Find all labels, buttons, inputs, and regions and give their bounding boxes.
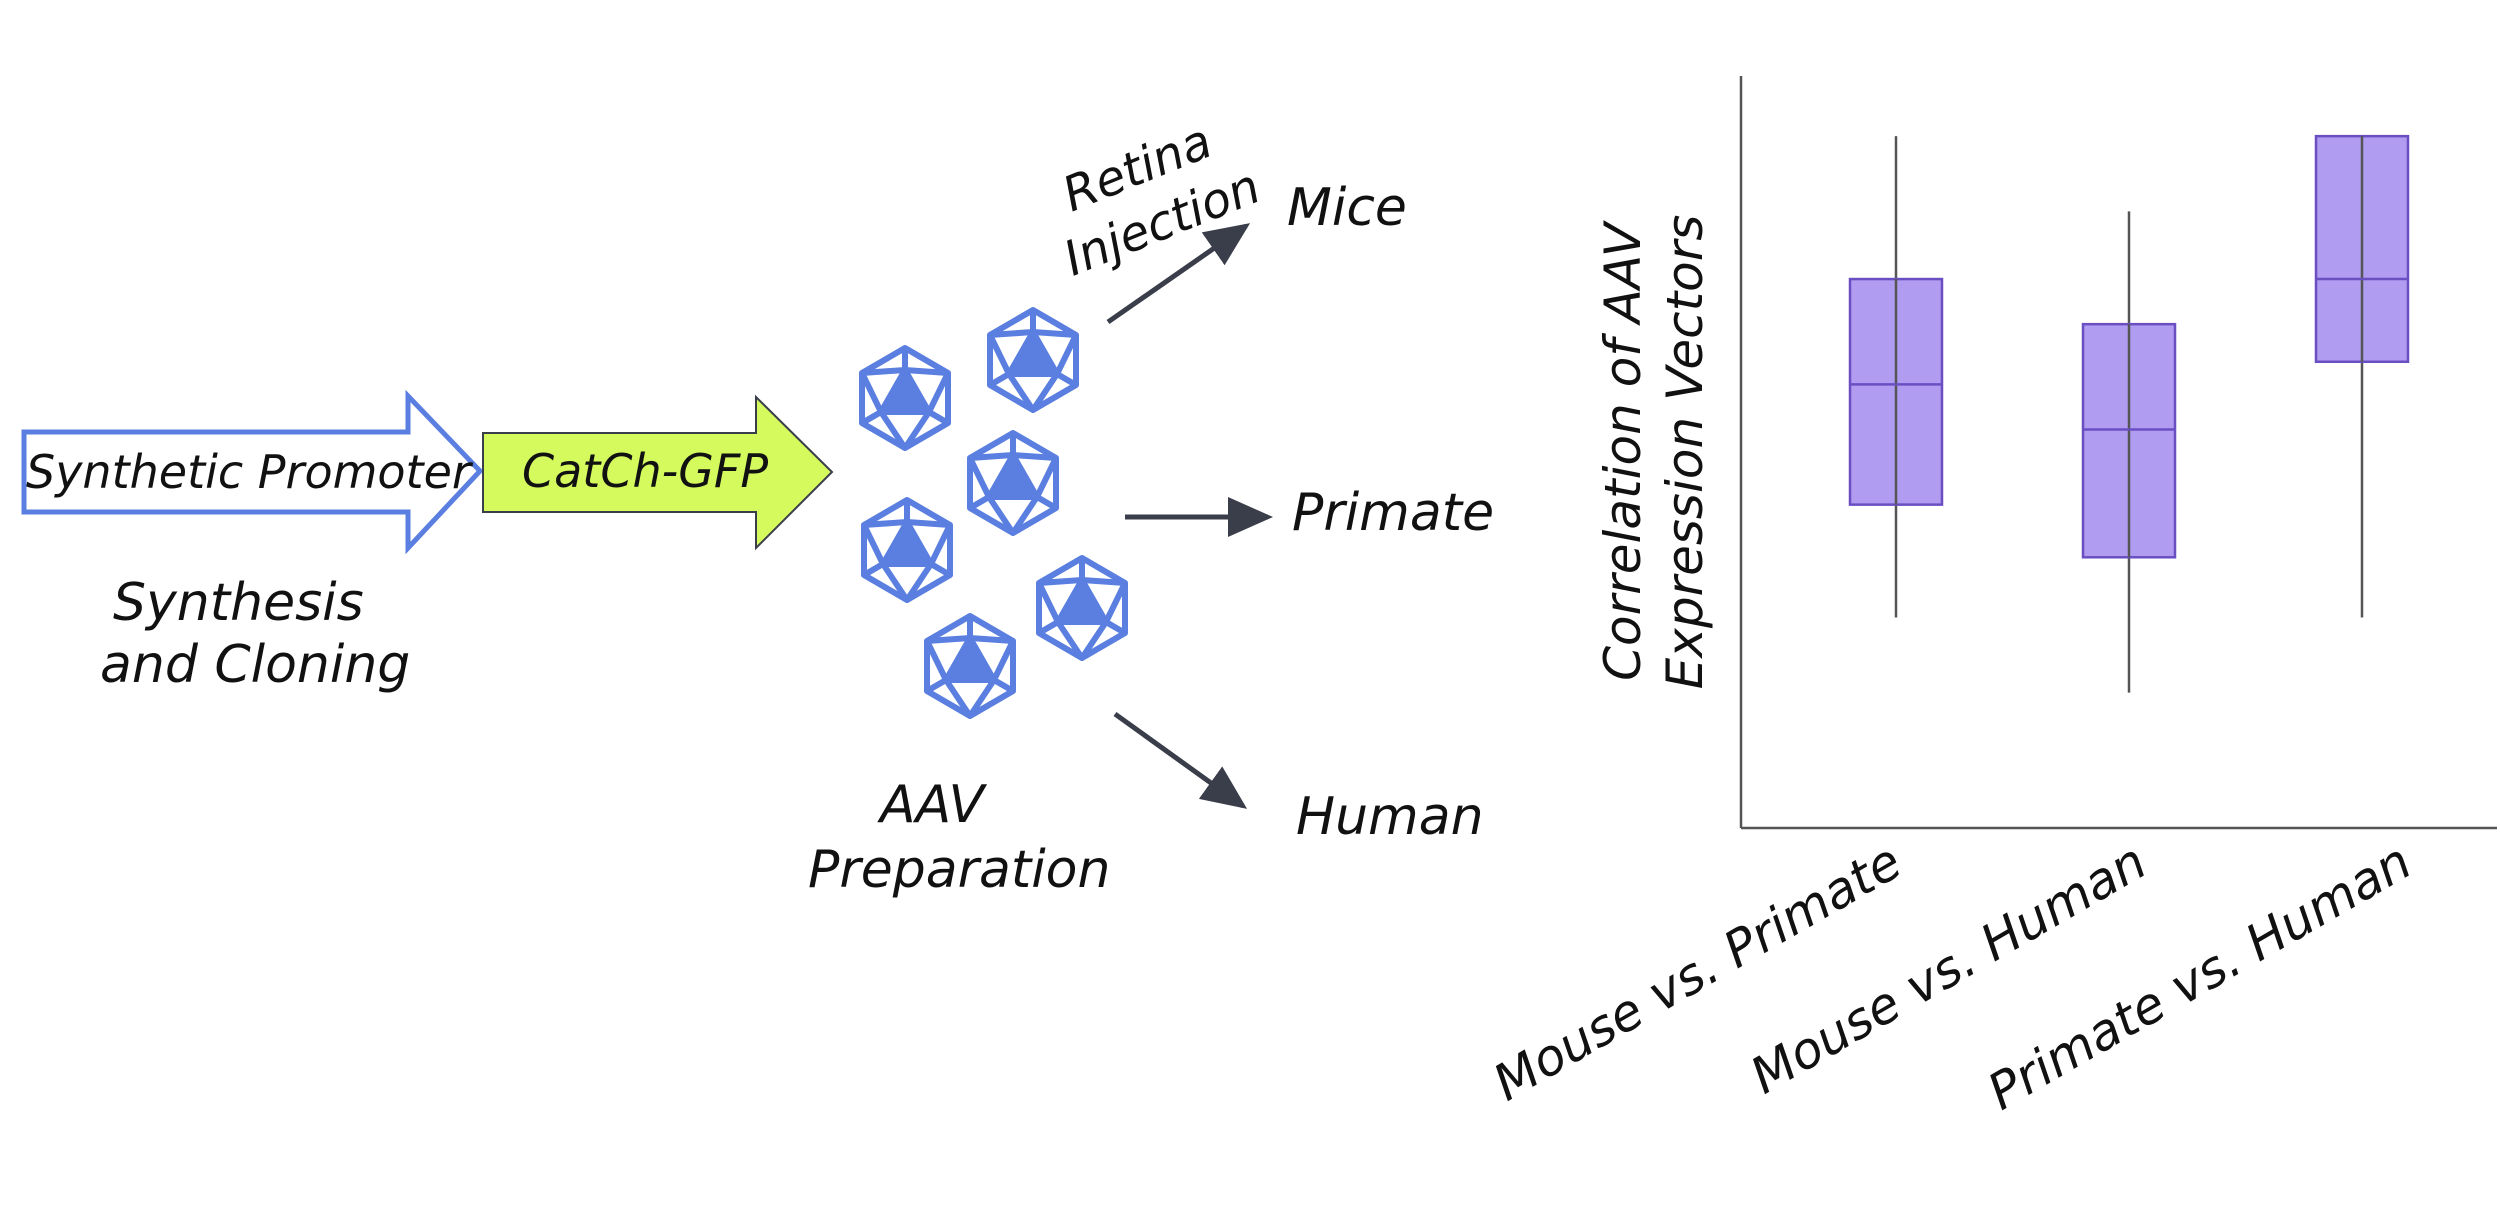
promoter-arrow: Synthetic Promoter xyxy=(21,389,484,555)
aav-capsid-icons xyxy=(862,310,1125,716)
synthesis-label-line1: Synthesis xyxy=(113,573,364,633)
arrow-to-human xyxy=(1113,711,1248,809)
y-axis-label-line1: Correlation of AAV xyxy=(1594,219,1652,681)
aav-capsid-icon xyxy=(864,500,950,600)
box-plot: Correlation of AAV Expression Vectors Mo… xyxy=(1484,76,2497,1121)
aav-label-line1: AAV xyxy=(877,775,988,835)
y-axis-label: Correlation of AAV Expression Vectors xyxy=(1594,215,1714,690)
aav-capsid-icon xyxy=(1039,558,1125,658)
gene-arrow: CatCh-GFP xyxy=(482,394,834,551)
synthesis-label-line2: and Cloning xyxy=(100,635,410,695)
promoter-label: Synthetic Promoter xyxy=(26,445,474,499)
aav-label-line2: Preparation xyxy=(808,840,1110,900)
box-group xyxy=(2314,134,2410,618)
x-tick-label: Mouse vs. Primate xyxy=(1484,832,1911,1112)
target-label-human: Human xyxy=(1296,787,1484,847)
target-label-primate: Primate xyxy=(1292,483,1494,543)
box-series xyxy=(1848,134,2410,693)
aav-capsid-icon xyxy=(862,348,948,448)
gene-label: CatCh-GFP xyxy=(522,444,768,498)
x-tick-label: Primate vs. Human xyxy=(1978,832,2421,1121)
aav-capsid-icon xyxy=(970,433,1056,533)
box-group xyxy=(1848,136,1944,618)
y-axis-label-line2: Expression Vectors xyxy=(1656,215,1714,690)
box-group xyxy=(2081,211,2177,693)
injection-label: Retina Injection xyxy=(1055,113,1268,287)
aav-capsid-icon xyxy=(927,616,1013,716)
target-label-mice: Mice xyxy=(1287,178,1407,238)
arrow-to-mice xyxy=(1106,223,1251,325)
aav-capsid-icon xyxy=(990,310,1076,410)
